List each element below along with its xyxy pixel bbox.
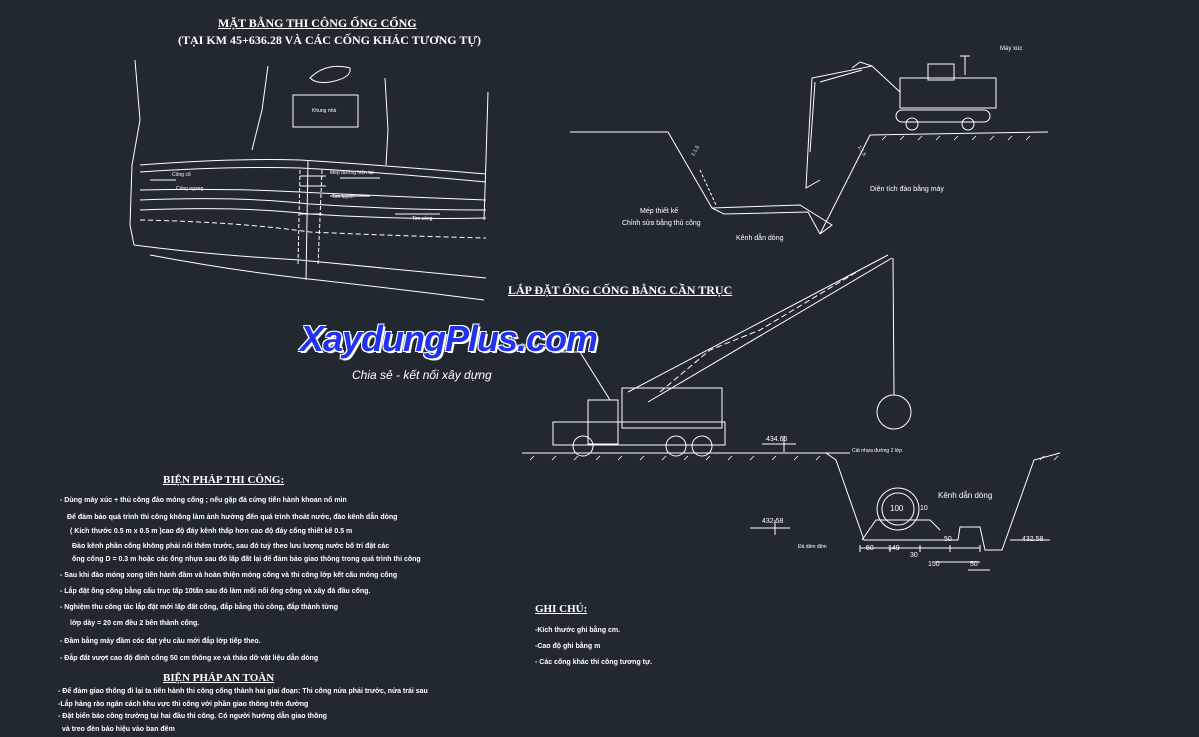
method-line: ( Kích thước 0.5 m x 0.5 m )cao độ đáy k… xyxy=(70,528,353,535)
gravel-label: Cát nhựa đường 2 lớp xyxy=(852,448,902,454)
ditch-label: Kênh dẫn dòng xyxy=(736,235,784,242)
elev-right: 432.58 xyxy=(1022,536,1044,543)
pipe-bed-section xyxy=(750,452,1061,571)
method-line: - Dùng máy xúc + thủ công đào móng cống … xyxy=(60,497,347,504)
crane-label: Cẩu trục xyxy=(520,344,543,350)
plan-view xyxy=(129,59,489,301)
method-line: lớp dày = 20 cm đều 2 bên thành cống. xyxy=(70,620,200,627)
notes-title: GHI CHÚ: xyxy=(535,603,588,615)
elev-top: 434.65 xyxy=(766,436,788,443)
watermark-brand: XaydungPlus.com xyxy=(300,318,598,359)
method-line: - Sau khi đào móng xong tiến hành đầm và… xyxy=(60,572,398,579)
method-line: Để đảm bảo quá trình thi công không làm … xyxy=(67,514,398,521)
notes-line: -Kích thước ghi bằng cm. xyxy=(535,627,621,634)
plan-label-old-culvert: Cống cũ xyxy=(172,172,191,178)
method-line: ống cống D = 0.3 m hoặc các ống nhựa sau… xyxy=(72,556,421,563)
dim-5: 10 xyxy=(920,505,928,512)
crane-title: LẮP ĐẶT ỐNG CỐNG BẰNG CẦN TRỤC xyxy=(508,283,733,297)
base-label: Đá dăm đệm xyxy=(798,544,827,550)
dim-0: 50 xyxy=(866,545,874,552)
dim-6: 50 xyxy=(944,536,952,543)
dim-3: 150 xyxy=(928,561,940,568)
machine-dig-area-label: Diện tích đào bằng máy xyxy=(870,186,944,193)
method-line: - Lắp đặt ống cống bằng cẩu trục tấp 10t… xyxy=(60,588,371,595)
safety-line: - Để đảm giao thông đi lại ta tiến hành … xyxy=(58,688,428,695)
culvert-pipe xyxy=(876,487,920,531)
hanging-pipe xyxy=(876,394,912,430)
plan-label-culvert-axis: Tim cống xyxy=(412,216,433,222)
excavator-cab xyxy=(899,77,997,109)
method-line: - Nghiệm thu công tác lắp đặt mới lấp đấ… xyxy=(60,604,338,611)
bed-ditch-label: Kênh dẫn dòng xyxy=(938,491,993,500)
dim-2: 30 xyxy=(910,552,918,559)
excavator-label: Máy xúc xyxy=(1000,46,1023,52)
method-line: Đào kênh phần cống không phải nối thêm t… xyxy=(72,543,390,550)
plan-label-route-axis: Tim tuyến xyxy=(332,194,354,200)
ground-hatch xyxy=(529,135,1059,461)
dim-4: 50 xyxy=(970,561,978,568)
watermark-tagline: Chia sẻ - kết nối xây dựng xyxy=(352,368,492,382)
method-title: BIỆN PHÁP THI CÔNG: xyxy=(163,474,285,486)
elev-left: 432.58 xyxy=(762,518,784,525)
plan-label-cross-culvert: Cống ngang xyxy=(176,186,204,192)
safety-line: và treo đèn báo hiệu vào ban đêm xyxy=(62,726,175,733)
safety-title: BIỆN PHÁP AN TOÀN xyxy=(163,672,275,684)
manual-trim-label: Chỉnh sửa bằng thủ công xyxy=(622,220,701,227)
excavation-section xyxy=(570,55,1049,235)
design-edge-label: Mép thiết kế xyxy=(640,208,679,215)
method-line: - Đắp đất vượt cao độ đỉnh cống 50 cm th… xyxy=(60,655,319,662)
pipe-diameter: 100 xyxy=(890,504,904,513)
plan-title: MẶT BẰNG THI CÔNG ỐNG CỐNG xyxy=(218,16,417,30)
plan-subtitle: (TẠI KM 45+636.28 VÀ CÁC CỐNG KHÁC TƯƠNG… xyxy=(178,33,481,47)
plan-label-road-edge: Mép đường hiện tại xyxy=(330,170,374,176)
dim-1: 149 xyxy=(888,545,900,552)
method-line: - Đầm bằng máy đầm cóc đạt yêu cầu mới đ… xyxy=(60,638,261,645)
safety-line: - Đặt biển báo công trường tại hai đầu t… xyxy=(58,713,327,720)
plan-label-house: Khung nhà xyxy=(312,108,337,114)
safety-line: -Lắp hàng rào ngăn cách khu vực thi công… xyxy=(58,701,309,708)
notes-line: - Các cống khác thi công tương tự. xyxy=(535,659,653,666)
crane-elevation xyxy=(522,254,912,457)
notes-line: -Cao độ ghi bằng m xyxy=(535,643,601,650)
